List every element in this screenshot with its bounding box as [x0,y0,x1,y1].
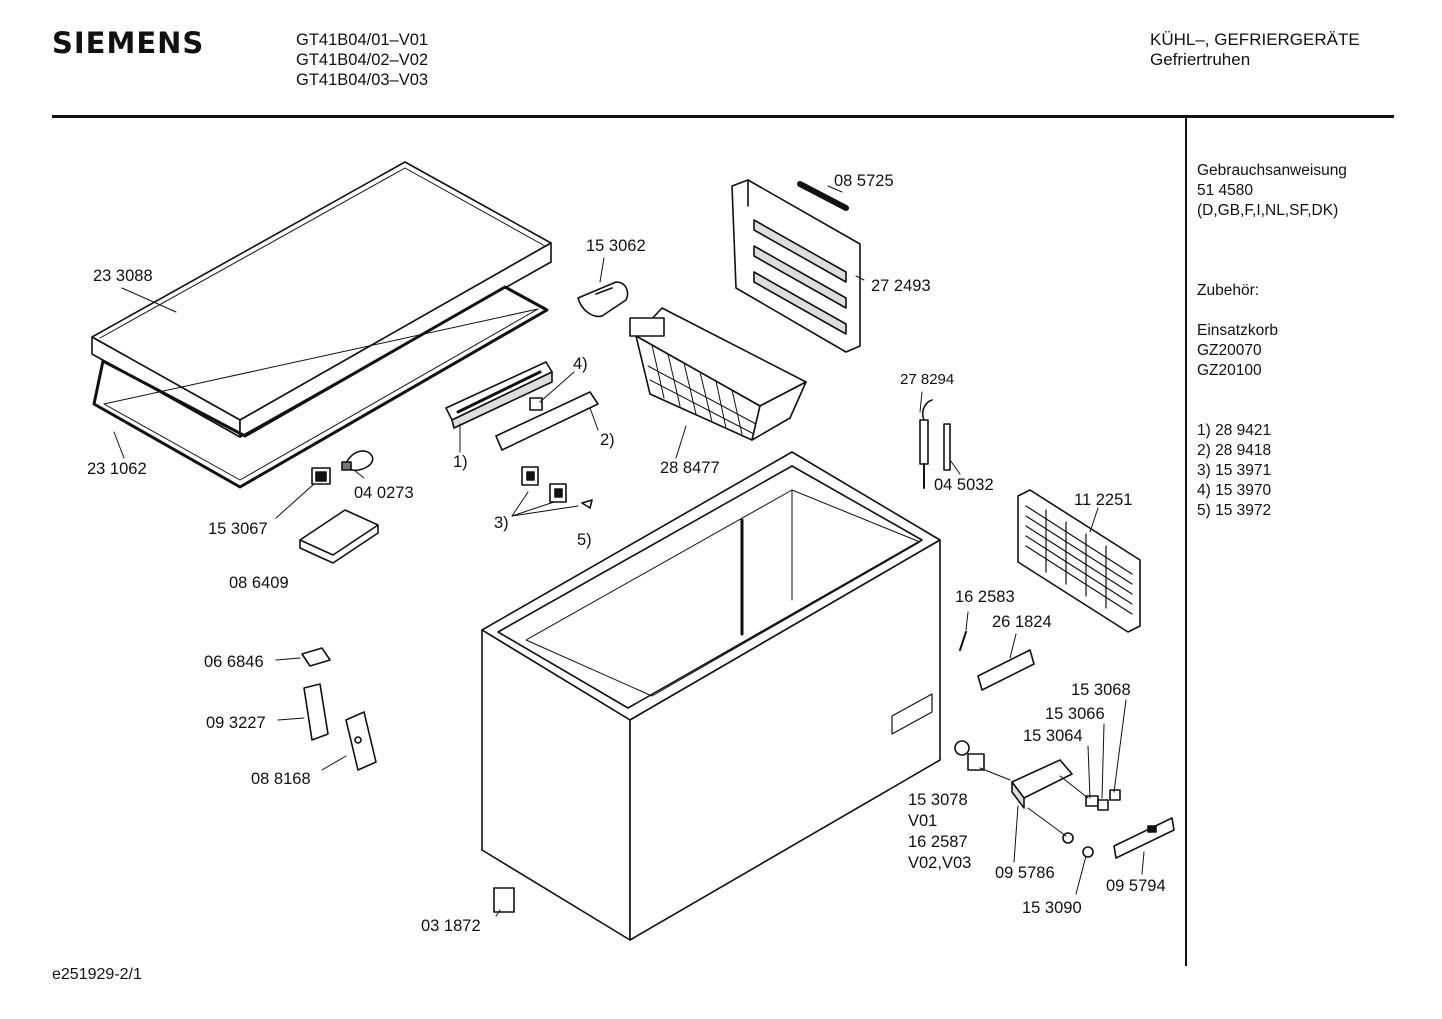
label-ref-2: 2) [600,431,615,449]
label-condenser: 11 2251 [1074,491,1132,509]
accessories-title: Zubehör: [1197,282,1260,299]
foot-part [493,887,515,913]
lamp-part [341,450,374,472]
label-ref-3: 3) [494,514,509,532]
label-foot: 03 1872 [421,917,481,935]
label-ref-4: 4) [573,355,588,373]
label-control-box: 09 5786 [995,864,1055,882]
label-thermostat: 15 3078 [908,791,968,809]
label-clip: 06 6846 [204,653,264,671]
basket-part [629,307,807,441]
label-hinge-top: 08 5725 [834,172,894,190]
manual-languages: (D,GB,F,I,NL,SF,DK) [1197,202,1339,219]
label-thermostat-alt: 16 2587 [908,833,968,851]
label-switch: 15 3067 [208,520,268,538]
footnote: 4) 15 3970 [1197,482,1272,499]
label-thermostat-v: V01 [908,812,937,830]
document-code: e251929-2/1 [52,966,142,983]
manual-title: Gebrauchsanweisung [1197,162,1347,179]
condenser-part [1017,489,1141,633]
handle-part-1 [445,361,553,429]
manual-info: Gebrauchsanweisung 51 4580 (D,GB,F,I,NL,… [1197,161,1347,221]
label-grip: 26 1824 [992,613,1052,631]
clip-part [301,647,331,667]
header-rule [52,115,1394,118]
label-lamp: 04 0273 [354,484,414,502]
model-line: GT41B04/02–V02 [296,51,429,69]
part-labels: 23 3088 23 1062 15 3067 04 0273 08 6409 … [87,172,1166,935]
exploded-view-diagram: 23 3088 23 1062 15 3067 04 0273 08 6409 … [87,161,1175,941]
hinge-top-part [797,181,849,211]
grip-part [977,649,1035,691]
model-list: GT41B04/01–V01 GT41B04/02–V02 GT41B04/03… [296,30,428,90]
label-hinge: 08 8168 [251,770,311,788]
label-lamp-cover: 08 6409 [229,574,289,592]
basket-code: GZ20100 [1197,362,1262,379]
label-knob-d: 15 3090 [1022,899,1082,917]
thermostat-part [954,740,985,771]
label-basket: 28 8477 [660,459,720,477]
sidebar-divider [1185,118,1187,966]
lamp-cover-part [299,509,379,564]
manual-number: 51 4580 [1197,182,1254,199]
model-line: GT41B04/03–V03 [296,71,429,89]
label-gasket: 23 1062 [87,460,147,478]
basket-title: Einsatzkorb [1197,322,1278,339]
screw-part [959,631,967,651]
label-sensor-a: 27 8294 [900,371,954,388]
sensor-part-a [919,399,933,489]
hinge-part [345,711,377,771]
label-divider: 27 2493 [871,277,931,295]
handle-part-2 [495,391,599,451]
basket-code: GZ20070 [1197,342,1262,359]
category-subtitle: Gefriertruhen [1150,50,1251,69]
switch-part [311,467,331,485]
label-knob-a: 15 3068 [1071,681,1131,699]
basket-info: Einsatzkorb GZ20070 GZ20100 [1197,321,1347,381]
freezer-cabinet [481,451,941,941]
footnote: 2) 28 9418 [1197,442,1272,459]
divider-part [731,179,861,353]
model-line: GT41B04/01–V01 [296,31,429,49]
label-sensor-b: 04 5032 [934,476,994,494]
panel-part [1113,817,1175,859]
leader-lines [113,185,1145,917]
sidebar: Gebrauchsanweisung 51 4580 (D,GB,F,I,NL,… [1197,161,1347,521]
label-handle-top: 15 3062 [586,237,646,255]
footnote: 1) 28 9421 [1197,422,1272,439]
label-lid: 23 3088 [93,267,153,285]
knob-parts [1062,789,1121,858]
brand-logo: SIEMENS [52,26,205,60]
bracket-parts-3 [511,466,593,517]
label-ref-1: 1) [453,453,468,471]
label-hinge-cover: 09 3227 [206,714,266,732]
handle-top-part [577,281,629,318]
footnote: 3) 15 3971 [1197,462,1272,479]
control-box-part [1011,759,1073,809]
category-block: KÜHL–, GEFRIERGERÄTE Gefriertruhen [1150,30,1360,70]
footnote-list: 1) 28 9421 2) 28 9418 3) 15 3971 4) 15 3… [1197,421,1347,521]
footnote: 5) 15 3972 [1197,502,1272,519]
sensor-part-b [943,423,951,471]
label-knob-c: 15 3064 [1023,727,1083,745]
gasket-part [92,285,549,489]
label-ref-5: 5) [577,531,592,549]
label-knob-b: 15 3066 [1045,705,1105,723]
bracket-part-4 [529,397,543,411]
category-title: KÜHL–, GEFRIERGERÄTE [1150,30,1360,49]
hinge-cover-part [303,683,329,741]
label-screw: 16 2583 [955,588,1015,606]
label-panel: 09 5794 [1106,877,1166,895]
label-thermostat-alt-v: V02,V03 [908,854,971,872]
